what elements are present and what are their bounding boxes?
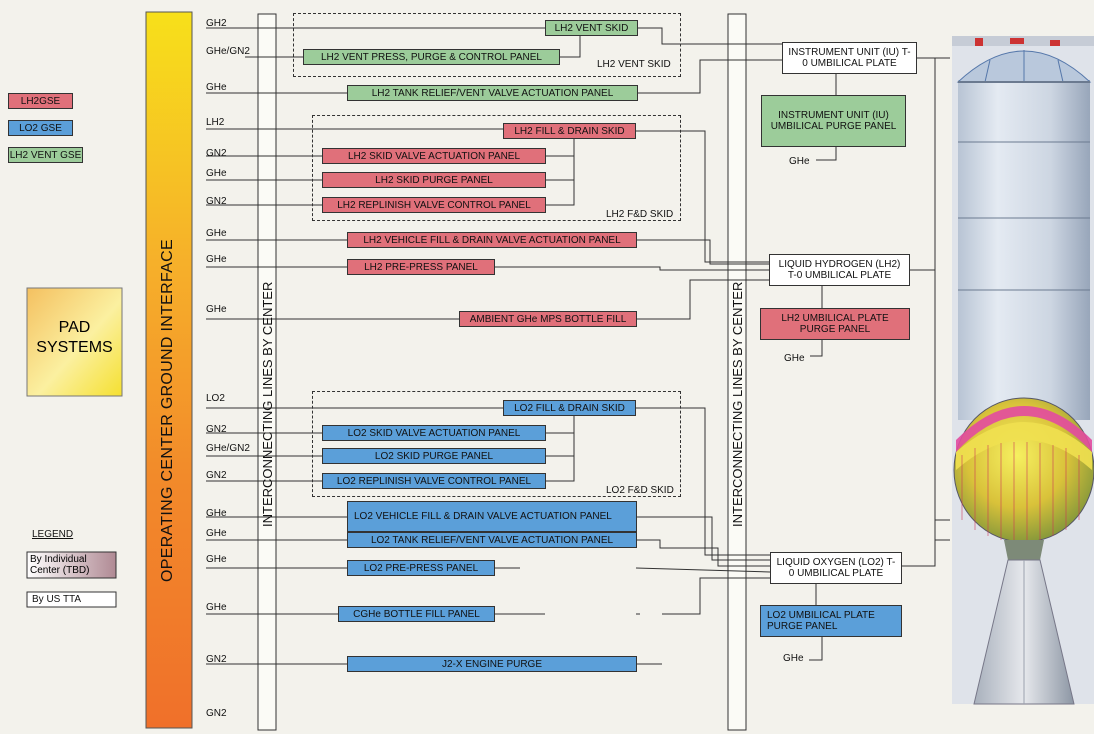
gas-label: GN2	[206, 424, 227, 435]
lo2-replinish-panel[interactable]: LO2 REPLINISH VALVE CONTROL PANEL	[322, 473, 546, 489]
wire	[637, 539, 770, 567]
gas-label: GN2	[206, 708, 227, 719]
wire	[810, 340, 823, 357]
legend-lo2-label: LO2 GSE	[19, 122, 62, 134]
gas-label: GHe	[206, 602, 227, 613]
legend-individual-swatch	[26, 551, 117, 579]
gas-label: GH2	[206, 18, 227, 29]
lo2-prepress-panel[interactable]: LO2 PRE-PRESS PANEL	[347, 560, 495, 576]
interconnect-bar-left	[257, 13, 277, 731]
lh2-tank-relief-panel[interactable]: LH2 TANK RELIEF/VENT VALVE ACTUATION PAN…	[347, 85, 638, 101]
ocgi-title: OPERATING CENTER GROUND INTERFACE	[159, 239, 176, 582]
wire	[662, 577, 770, 615]
legend-vent-label: LH2 VENT GSE	[9, 149, 82, 161]
lh2-umbilical-purge-panel[interactable]: LH2 UMBILICAL PLATE PURGE PANEL	[760, 308, 910, 340]
lo2-umbilical-purge-panel[interactable]: LO2 UMBILICAL PLATE PURGE PANEL	[760, 605, 902, 637]
legend-lh2-swatch: LH2GSE	[8, 93, 73, 109]
iu-purge-panel[interactable]: INSTRUMENT UNIT (IU) UMBILICAL PURGE PAN…	[761, 95, 906, 147]
lh2-fd-skid-group-label: LH2 F&D SKID	[606, 209, 674, 220]
gas-label: GHe	[206, 304, 227, 315]
lh2-vent-skid-group	[293, 13, 681, 77]
wire	[910, 269, 950, 541]
lh2-skid-valve-panel[interactable]: LH2 SKID VALVE ACTUATION PANEL	[322, 148, 546, 164]
lh2-vent-skid[interactable]: LH2 VENT SKID	[545, 20, 638, 36]
gas-label: GHe/GN2	[206, 46, 250, 57]
wire	[637, 516, 770, 561]
lh2-prepress-panel[interactable]: LH2 PRE-PRESS PANEL	[347, 259, 495, 275]
wire	[638, 27, 782, 45]
wire	[816, 147, 837, 161]
ocgi-bar	[145, 11, 193, 729]
gas-label: GHe	[206, 168, 227, 179]
wire	[546, 416, 575, 482]
legend-lh2-label: LH2GSE	[20, 95, 61, 107]
gas-label: GHe/GN2	[206, 443, 250, 454]
lh2-umbilical-plate[interactable]: LIQUID HYDROGEN (LH2) T-0 UMBILICAL PLAT…	[769, 254, 910, 286]
interconnect-title-right: INTERCONNECTING LINES BY CENTER	[730, 281, 745, 527]
gas-label: GN2	[206, 654, 227, 665]
lo2-fill-drain-skid[interactable]: LO2 FILL & DRAIN SKID	[503, 400, 636, 416]
lh2-fill-drain-skid[interactable]: LH2 FILL & DRAIN SKID	[503, 123, 636, 139]
wire	[636, 130, 769, 263]
wire	[637, 279, 769, 320]
gas-label: GHe	[206, 228, 227, 239]
lh2-vehicle-fill-panel[interactable]: LH2 VEHICLE FILL & DRAIN VALVE ACTUATION…	[347, 232, 637, 248]
lo2-fd-skid-group	[312, 391, 681, 497]
lh2-skid-purge-panel[interactable]: LH2 SKID PURGE PANEL	[322, 172, 546, 188]
gas-label: LO2	[206, 393, 225, 404]
legend-vent-swatch: LH2 VENT GSE	[8, 147, 83, 163]
gas-label: GHe	[206, 254, 227, 265]
wire-group	[206, 27, 950, 665]
legend-individual-label: By Individual Center (TBD)	[30, 554, 90, 576]
lo2-fd-skid-group-label: LO2 F&D SKID	[606, 485, 674, 496]
gas-label: GN2	[206, 196, 227, 207]
lh2-replinish-panel[interactable]: LH2 REPLINISH VALVE CONTROL PANEL	[322, 197, 546, 213]
iu-ghe-label: GHe	[789, 156, 810, 167]
wire	[902, 519, 950, 567]
gas-label: GHe	[206, 508, 227, 519]
pad-systems-box	[26, 287, 123, 397]
gas-label: GN2	[206, 470, 227, 481]
gas-label: GHe	[206, 554, 227, 565]
iu-umbilical-plate[interactable]: INSTRUMENT UNIT (IU) T-0 UMBILICAL PLATE	[782, 42, 917, 74]
wire	[635, 567, 771, 573]
gas-label: GN2	[206, 148, 227, 159]
wire	[560, 36, 581, 58]
ambient-ghe-panel[interactable]: AMBIENT GHe MPS BOTTLE FILL	[459, 311, 637, 327]
cghe-bottle-panel[interactable]: CGHe BOTTLE FILL PANEL	[338, 606, 495, 622]
lo2-umbilical-ghe-label: GHe	[783, 653, 804, 664]
lh2-vent-skid-group-label: LH2 VENT SKID	[597, 59, 671, 70]
lh2-fd-skid-group	[312, 115, 681, 221]
lo2-skid-purge-panel[interactable]: LO2 SKID PURGE PANEL	[322, 448, 546, 464]
lh2-vent-press-panel[interactable]: LH2 VENT PRESS, PURGE & CONTROL PANEL	[303, 49, 560, 65]
lo2-skid-valve-panel[interactable]: LO2 SKID VALVE ACTUATION PANEL	[322, 425, 546, 441]
legend-title: LEGEND	[32, 529, 74, 540]
legend-ustta-swatch	[26, 591, 117, 608]
lo2-vehicle-fill-panel[interactable]: LO2 VEHICLE FILL & DRAIN VALVE ACTUATION…	[347, 501, 637, 532]
wire	[638, 59, 782, 94]
lo2-umbilical-plate[interactable]: LIQUID OXYGEN (LO2) T-0 UMBILICAL PLATE	[770, 552, 902, 584]
gas-label: GHe	[206, 82, 227, 93]
legend-ustta-label: By US TTA	[32, 594, 82, 605]
wire	[809, 637, 823, 661]
rocket-illustration	[952, 36, 1094, 705]
wire	[636, 407, 770, 556]
lh2-umbilical-ghe-label: GHe	[784, 353, 805, 364]
legend-lo2-swatch: LO2 GSE	[8, 120, 73, 136]
gas-label: GHe	[206, 528, 227, 539]
lo2-tank-relief-panel[interactable]: LO2 TANK RELIEF/VENT VALVE ACTUATION PAN…	[347, 532, 637, 548]
wire	[546, 139, 575, 206]
j2x-purge-panel[interactable]: J2-X ENGINE PURGE	[347, 656, 637, 672]
interconnect-bar-right	[727, 13, 747, 731]
gas-label: LH2	[206, 117, 225, 128]
pad-systems-label: PAD SYSTEMS	[36, 319, 113, 356]
interconnect-title-left: INTERCONNECTING LINES BY CENTER	[260, 281, 275, 527]
wire	[495, 266, 769, 271]
wire	[637, 239, 769, 265]
